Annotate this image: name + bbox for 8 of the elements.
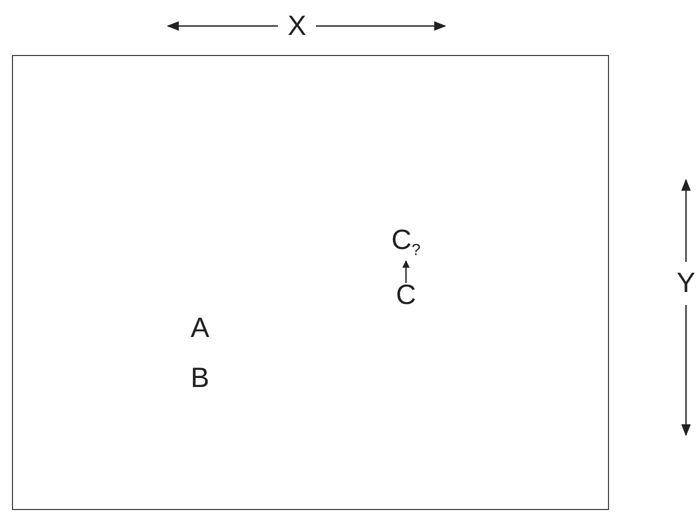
node-label: C$_{?}$ (391, 226, 421, 259)
frame-box (12, 55, 609, 510)
arrow (402, 260, 410, 283)
node-label: B (190, 364, 210, 392)
dimension-label: X (288, 12, 306, 40)
node-label: C (396, 281, 416, 309)
dimension-label: Y (676, 269, 696, 297)
node-label: A (190, 314, 210, 342)
